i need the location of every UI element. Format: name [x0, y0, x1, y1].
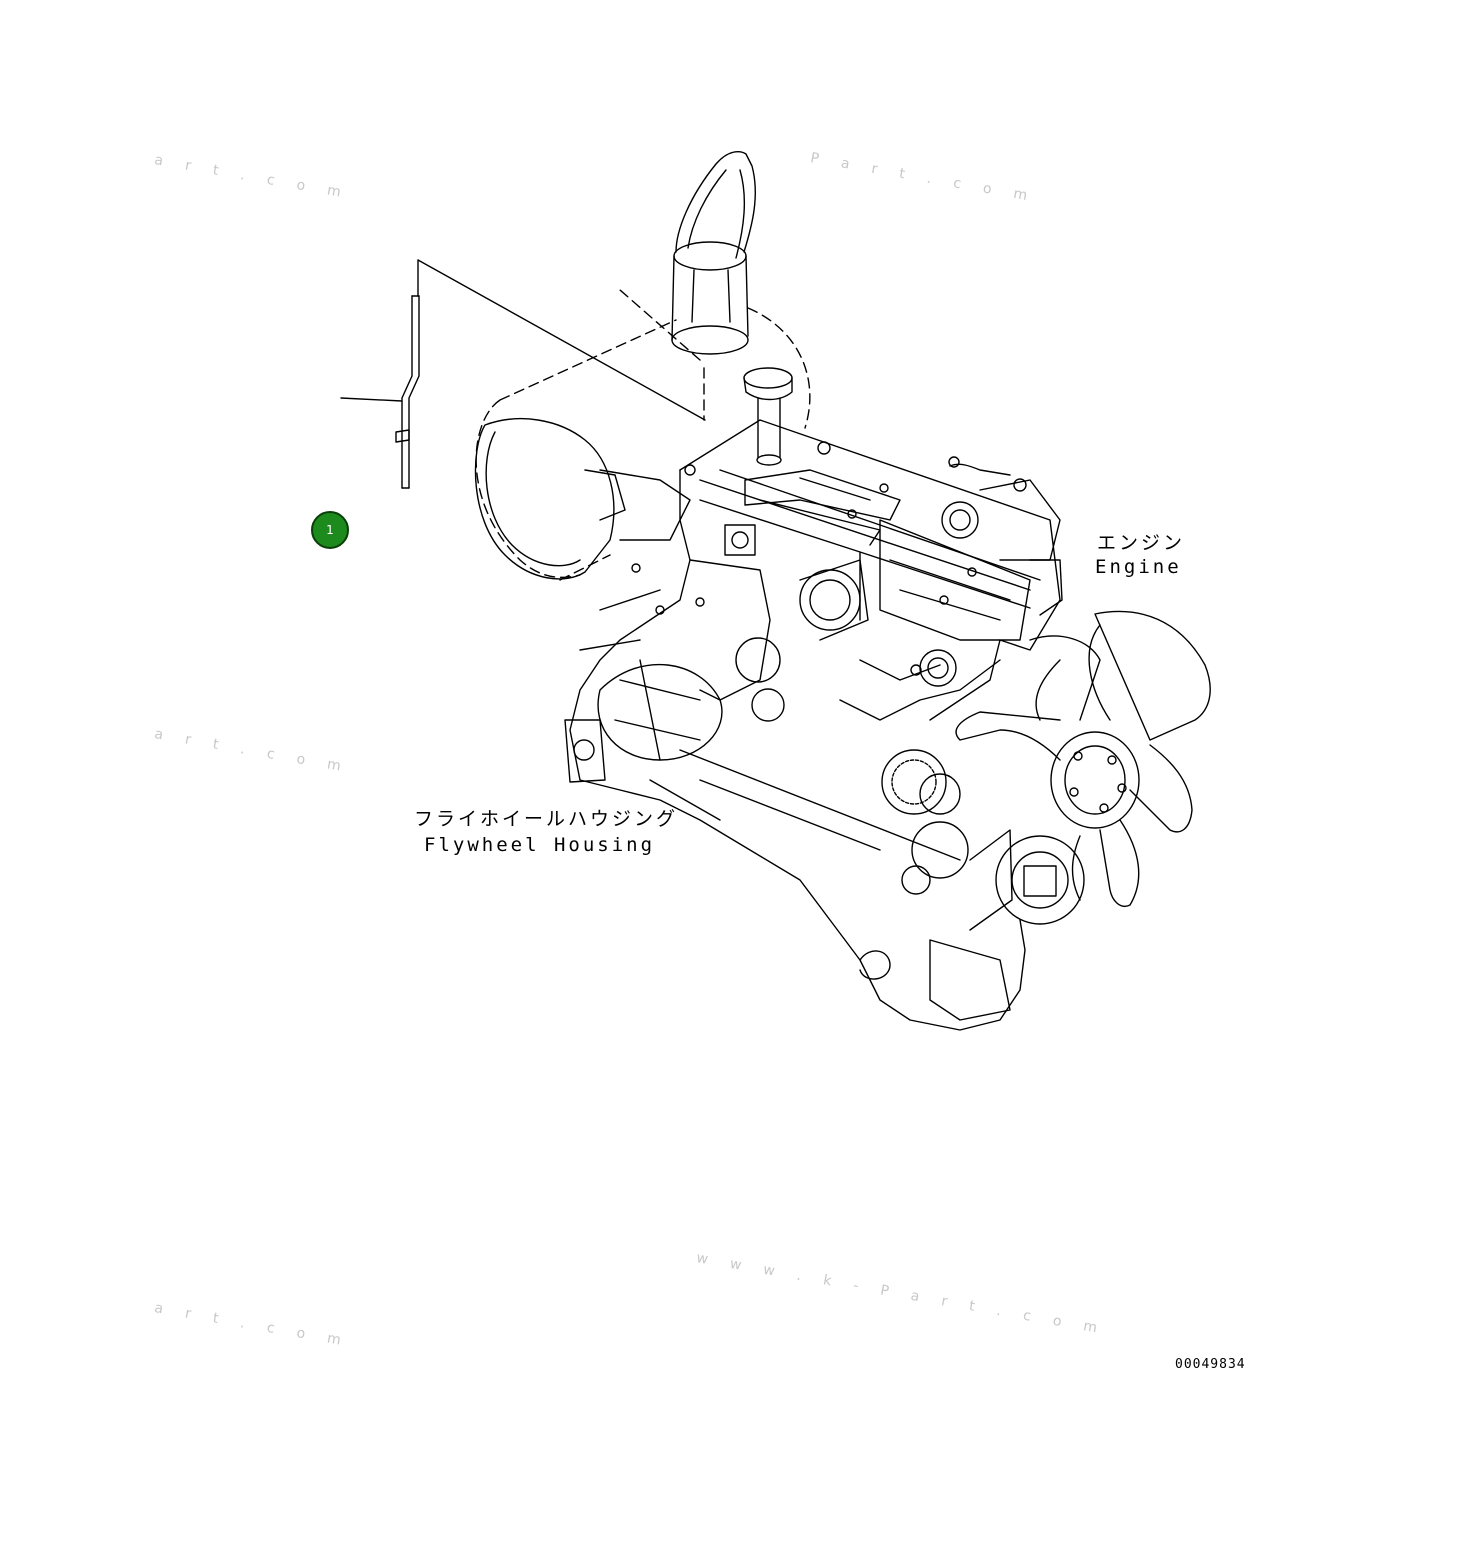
- bolts: [631, 441, 977, 676]
- callout-part-1[interactable]: 1: [311, 511, 349, 549]
- turbocharger: [735, 559, 869, 722]
- cooling-fan: [955, 610, 1211, 907]
- intake-ring: [474, 418, 691, 580]
- flywheel-label-en: Flywheel Housing: [424, 834, 656, 856]
- flywheel-label-jp: フライホイールハウジング: [414, 808, 679, 830]
- part-1-rod: [395, 295, 420, 489]
- exhaust-stack: [671, 151, 757, 355]
- coolant-pipes: [941, 463, 1063, 616]
- engine-block: [564, 419, 1061, 1031]
- oil-filler-cap: [743, 367, 793, 466]
- engine-label-jp: エンジン: [1097, 532, 1186, 554]
- engine-label-en: Engine: [1095, 556, 1182, 578]
- pulleys: [881, 749, 1085, 931]
- leader-line-horizontal: [340, 397, 403, 402]
- muffler-outline-dashed: [475, 289, 811, 581]
- leader-line-to-engine: [417, 259, 706, 421]
- drawing-number: 00049834: [1175, 1357, 1246, 1372]
